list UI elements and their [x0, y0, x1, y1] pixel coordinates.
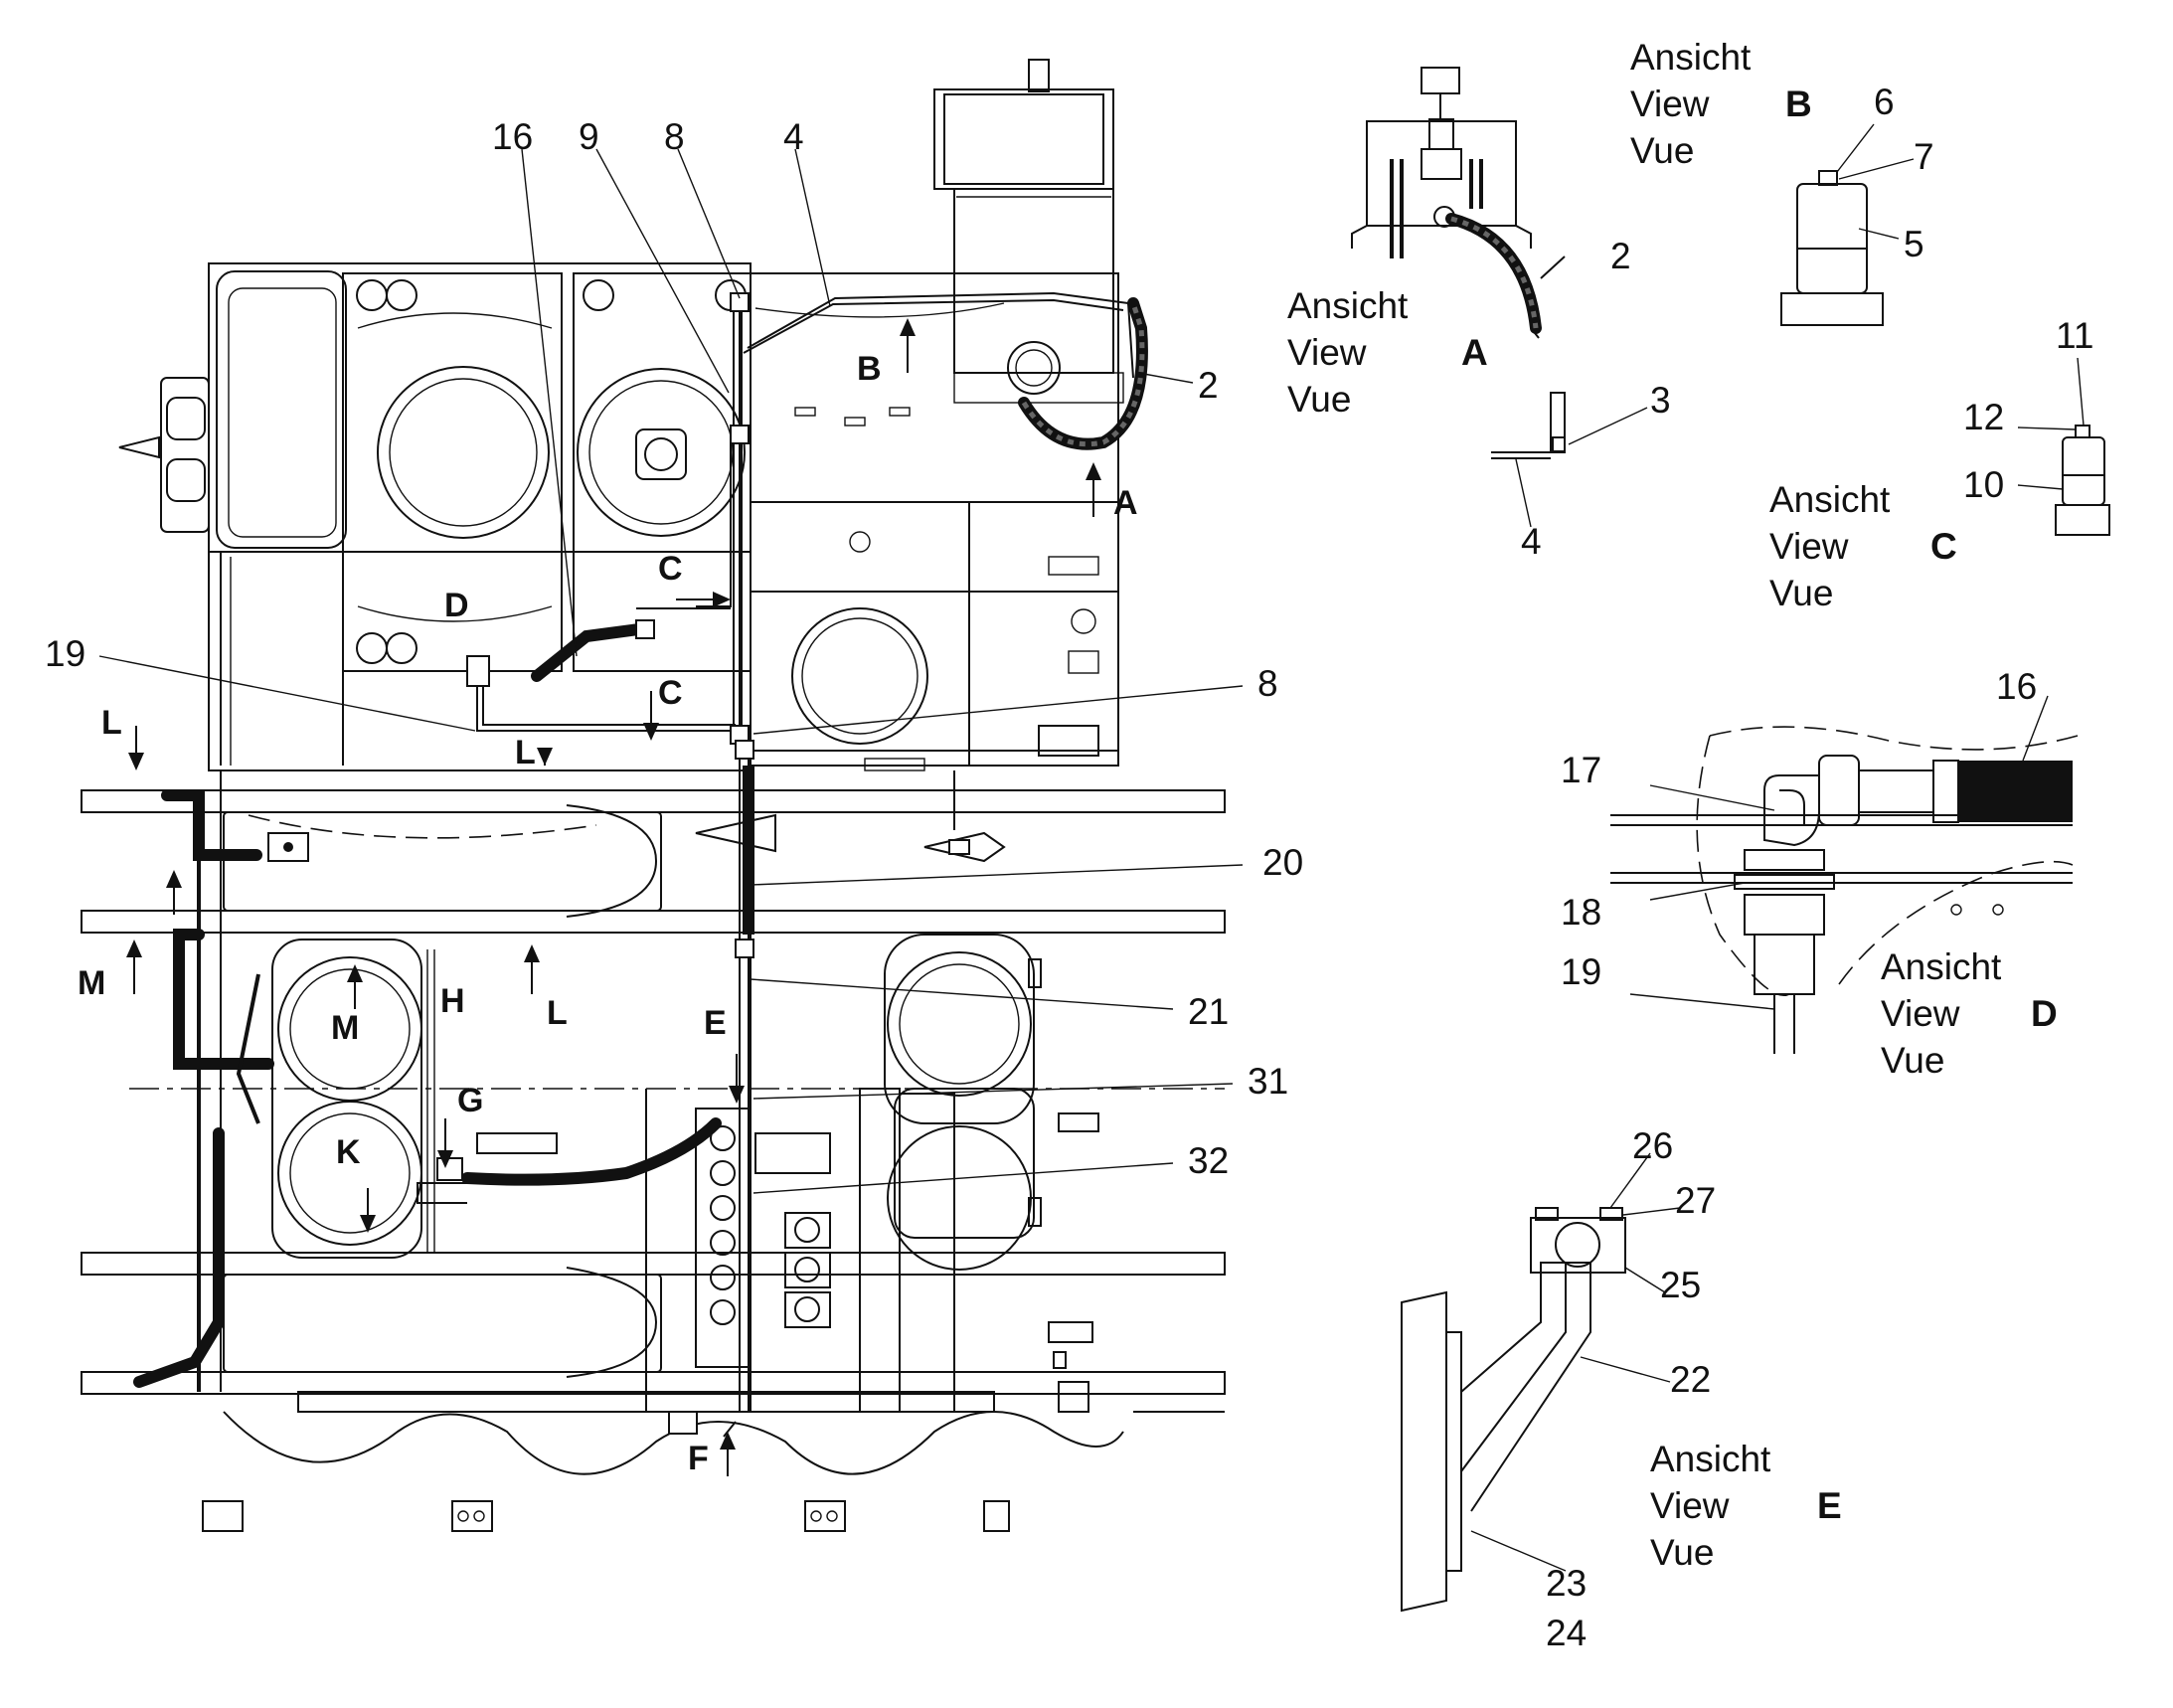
marker-L-low: L: [547, 994, 568, 1032]
callout-19: 19: [45, 633, 85, 674]
frame-rails: [81, 770, 1226, 1395]
upper-lines: [466, 291, 1148, 745]
marker-M-wheel: M: [331, 1009, 359, 1047]
callout-21: 21: [1188, 991, 1229, 1032]
view-E-part-23: 23: [1546, 1563, 1587, 1604]
lower-lines: [133, 740, 1089, 1435]
equipment-block: [750, 59, 1124, 771]
view-D-part-16: 16: [1996, 666, 2037, 707]
callout-16: 16: [492, 116, 533, 157]
view-C-part-11: 11: [2056, 315, 2093, 356]
callout-31: 31: [1248, 1061, 1288, 1102]
view-C-line2: View: [1769, 526, 1849, 567]
marker-L-left: L: [101, 704, 122, 742]
marker-L-mid: L: [515, 734, 536, 771]
marker-A: A: [1113, 484, 1138, 522]
view-D-line3: Vue: [1881, 1040, 1944, 1081]
callout-20: 20: [1262, 842, 1303, 883]
view-A-letter: A: [1461, 332, 1488, 373]
view-E-part-27: 27: [1675, 1180, 1716, 1221]
view-D-line1: Ansicht: [1881, 946, 2002, 987]
marker-F: F: [688, 1440, 709, 1477]
marker-K: K: [336, 1133, 361, 1171]
view-C: Ansicht View Vue C 11 12 10: [1769, 315, 2110, 613]
marker-E: E: [704, 1004, 727, 1042]
upper-body: [118, 262, 752, 771]
view-B-line2: View: [1630, 84, 1710, 124]
view-E: Ansicht View Vue E 26 27 25 22 23 24: [1401, 1125, 1842, 1653]
callout-8-mid: 8: [1257, 663, 1278, 704]
callout-9: 9: [579, 116, 599, 157]
view-E-part-24: 24: [1546, 1613, 1587, 1653]
view-E-part-22: 22: [1670, 1359, 1711, 1400]
view-C-letter: C: [1930, 526, 1957, 567]
section-arrows: [126, 318, 1101, 1476]
view-A-part-3: 3: [1650, 380, 1671, 421]
view-B-line3: Vue: [1630, 130, 1694, 171]
view-D: Ansicht View Vue D 16 17 18 19: [1561, 666, 2079, 1081]
view-A-part-4: 4: [1521, 521, 1542, 562]
marker-M-left: M: [78, 964, 105, 1002]
wheels: [271, 934, 1099, 1369]
marker-G: G: [457, 1082, 483, 1119]
view-A-line2: View: [1287, 332, 1367, 373]
marker-H: H: [440, 982, 465, 1020]
view-A-part-2: 2: [1610, 236, 1631, 276]
view-D-part-17: 17: [1561, 750, 1601, 790]
view-C-part-12: 12: [1963, 397, 2004, 437]
leader-lines: [98, 148, 1244, 1194]
view-B: Ansicht View Vue B 6 7 5: [1630, 37, 1934, 326]
view-C-line3: Vue: [1769, 573, 1833, 613]
marker-C-upper: C: [658, 550, 683, 588]
view-E-line1: Ansicht: [1650, 1439, 1771, 1479]
view-E-line3: Vue: [1650, 1532, 1714, 1573]
axle-frame: [202, 770, 1225, 1532]
view-B-part-7: 7: [1914, 136, 1934, 177]
view-E-line2: View: [1650, 1485, 1730, 1526]
view-A-line1: Ansicht: [1287, 285, 1409, 326]
marker-B: B: [857, 350, 882, 388]
view-D-letter: D: [2031, 993, 2058, 1034]
callout-32: 32: [1188, 1140, 1229, 1181]
view-B-letter: B: [1785, 84, 1812, 124]
view-B-part-5: 5: [1904, 224, 1924, 264]
callout-8-top: 8: [664, 116, 685, 157]
view-E-part-26: 26: [1632, 1125, 1673, 1166]
view-E-letter: E: [1817, 1485, 1842, 1526]
view-A: Ansicht View Vue A 2 3 4: [1287, 67, 1671, 562]
view-D-line2: View: [1881, 993, 1960, 1034]
view-B-line1: Ansicht: [1630, 37, 1752, 78]
view-E-part-25: 25: [1660, 1265, 1701, 1305]
callout-2-main: 2: [1198, 365, 1219, 406]
view-D-part-19: 19: [1561, 951, 1601, 992]
view-A-line3: Vue: [1287, 379, 1351, 420]
view-C-part-10: 10: [1963, 464, 2004, 505]
main-assembly: 16 9 8 4 2 19 8 20 21 31 32 B A C D C L …: [45, 59, 1303, 1532]
view-B-part-6: 6: [1874, 82, 1895, 122]
marker-D: D: [444, 587, 469, 624]
view-D-part-18: 18: [1561, 892, 1601, 933]
callout-4-top: 4: [783, 116, 804, 157]
marker-C-lower: C: [658, 674, 683, 712]
view-C-line1: Ansicht: [1769, 479, 1891, 520]
